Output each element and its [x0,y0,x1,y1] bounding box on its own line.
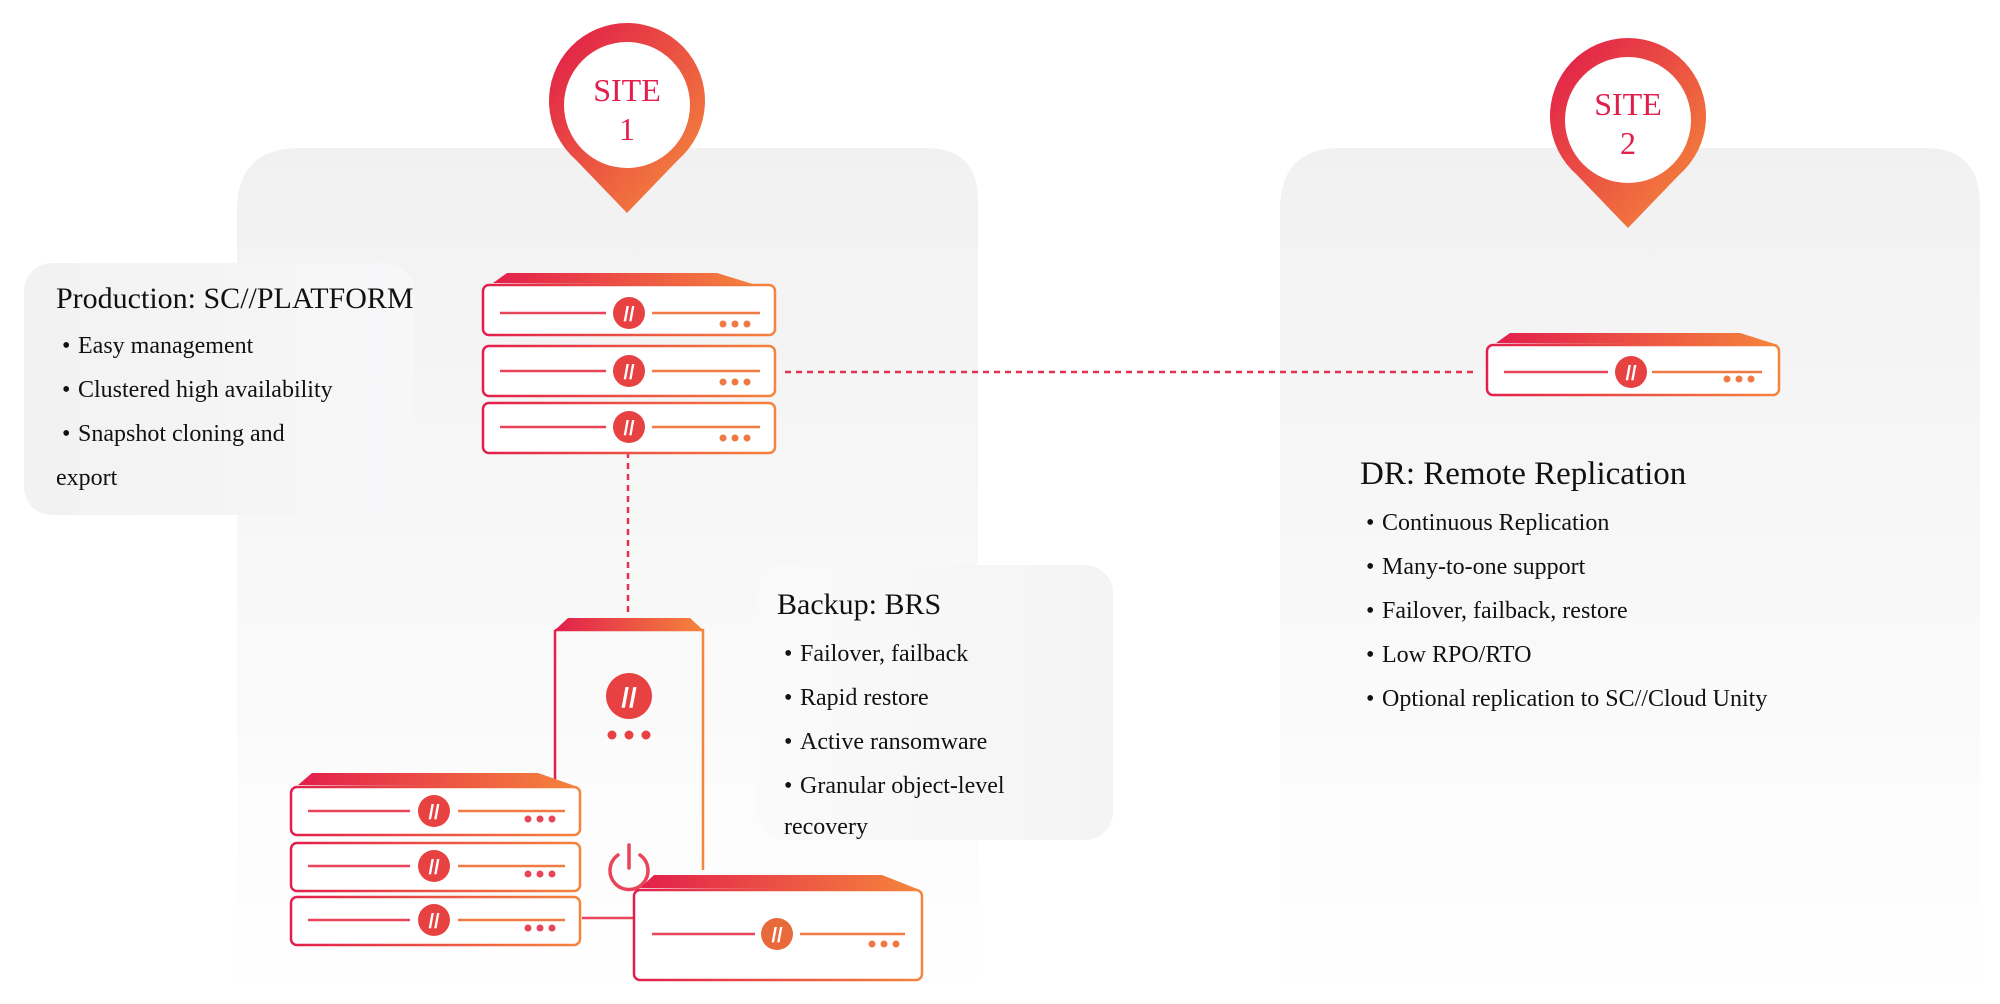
backup-tower: // [553,618,705,892]
list-item: •Active ransomware [784,720,1005,764]
bullet: • [62,333,71,359]
scale-logo-glyph: // [428,857,440,879]
bullet: • [62,377,71,403]
power-icon [608,843,650,892]
site2-panel [1280,148,1980,1004]
bullet: • [62,421,71,447]
dr-server: // [1485,333,1781,397]
scale-logo-glyph: // [1625,363,1637,385]
list-item: •Granular object-level [784,764,1005,808]
scale-logo-icon [613,355,645,387]
site2-label-line2: 2 [1620,125,1636,161]
bullet: • [1366,510,1375,536]
backup-feature-list: •Failover, failback •Rapid restore •Acti… [784,632,1005,808]
status-dots-icon [1723,375,1755,383]
status-dots-icon [719,434,751,442]
production-feature-list: •Easy management •Clustered high availab… [62,324,333,456]
list-item: •Failover, failback [784,632,1005,676]
bullet: • [1366,642,1375,668]
status-dots-icon [524,815,556,823]
status-dots-icon [524,924,556,932]
scale-logo-glyph: // [623,418,635,440]
backup-continuation: recovery [784,814,868,840]
site1-label-line1: SITE [593,72,661,108]
list-item: •Easy management [62,324,333,368]
status-dots-icon [719,378,751,386]
bullet: • [1366,554,1375,580]
production-continuation: export [56,465,118,491]
bullet: • [784,773,793,799]
list-item: •Continuous Replication [1366,501,1767,545]
server-unit: // [289,785,582,837]
location-pin-icon [1550,37,1706,229]
scale-logo-icon [613,297,645,329]
scale-logo-glyph: // [621,682,637,713]
scale-logo-icon [418,795,450,827]
status-dots-icon [607,730,651,740]
production-card [24,263,414,515]
scale-logo-glyph: // [428,911,440,933]
bullet: • [784,641,793,667]
backup-server-stack: // // // [289,773,582,947]
bullet: • [784,729,793,755]
list-item: •Clustered high availability [62,368,333,412]
scale-logo-glyph: // [771,925,783,947]
backup-target-server: // [632,875,924,982]
scale-logo-icon [613,411,645,443]
backup-card [758,565,1113,840]
scale-logo-glyph: // [428,802,440,824]
production-title: Production: SC//PLATFORM [56,282,414,315]
list-item: •Rapid restore [784,676,1005,720]
scale-logo-icon [606,673,652,719]
bullet: • [1366,686,1375,712]
server-unit: // [289,895,582,947]
list-item: •Low RPO/RTO [1366,633,1767,677]
backup-title: Backup: BRS [777,588,942,621]
site2-label-line1: SITE [1594,86,1662,122]
list-item: •Snapshot cloning and [62,412,333,456]
server-unit: // [289,841,582,893]
status-dots-icon [719,320,751,328]
dr-feature-list: •Continuous Replication •Many-to-one sup… [1366,501,1767,721]
server-unit: // [481,344,777,398]
scale-logo-icon [418,904,450,936]
status-dots-icon [868,940,900,948]
server-unit: // [481,401,777,455]
bullet: • [1366,598,1375,624]
scale-logo-glyph: // [623,362,635,384]
scale-logo-icon [1615,356,1647,388]
site1-label-line2: 1 [619,111,635,147]
status-dots-icon [524,870,556,878]
scale-logo-glyph: // [623,304,635,326]
server-unit: // [481,283,777,337]
location-pin-icon [549,22,706,213]
scale-logo-icon [761,918,793,950]
bullet: • [784,685,793,711]
list-item: •Many-to-one support [1366,545,1767,589]
scale-logo-icon [418,850,450,882]
list-item: •Optional replication to SC//Cloud Unity [1366,677,1767,721]
production-server-stack: // // // [481,273,777,455]
dr-title: DR: Remote Replication [1360,456,1687,492]
list-item: •Failover, failback, restore [1366,589,1767,633]
